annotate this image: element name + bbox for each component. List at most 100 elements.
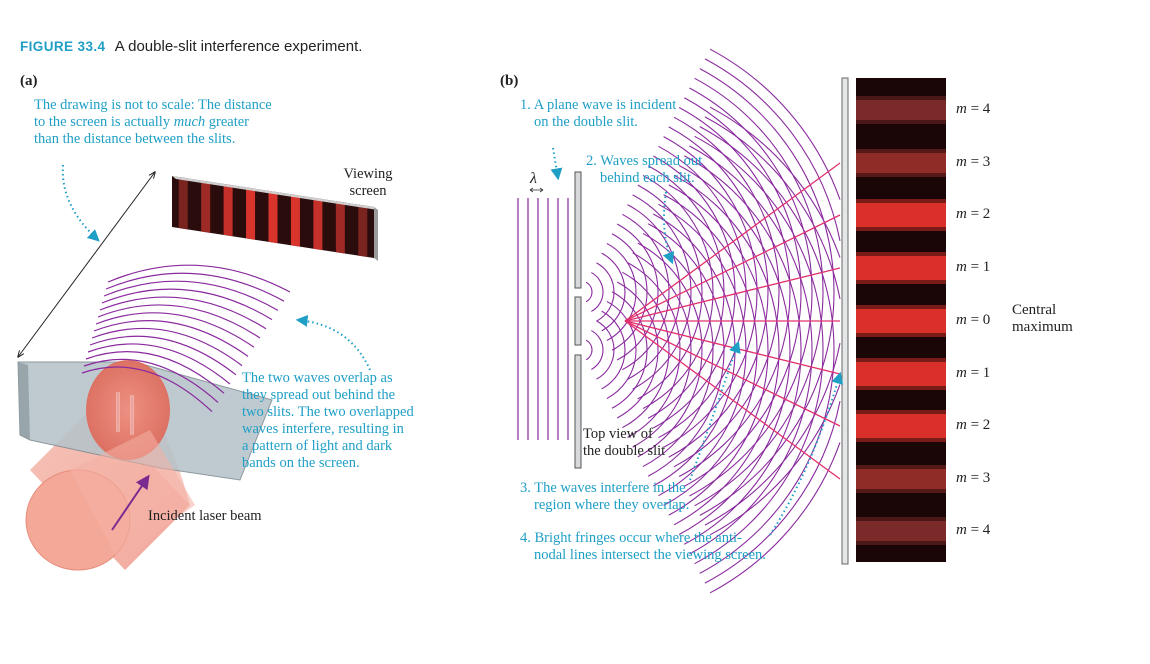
circular-wavefront	[647, 223, 725, 477]
fringe-order-label: m = 1	[956, 259, 991, 275]
circular-wavefront	[689, 145, 813, 555]
circular-wavefront	[637, 184, 703, 400]
pointer-step3	[689, 340, 741, 481]
bright-fringe	[856, 521, 946, 541]
fringe-order-label: m = 1	[956, 365, 991, 381]
figure-title: FIGURE 33.4 A double-slit interference e…	[20, 38, 362, 55]
bright-fringe	[856, 203, 946, 227]
circular-wavefront	[678, 106, 791, 478]
step2-note: 2. Waves spread out behind each slit.	[586, 153, 703, 186]
circular-wavefront	[637, 242, 703, 458]
laser-arrow	[111, 474, 150, 531]
screen-a-bright-band	[358, 204, 368, 257]
bright-fringe-edge	[856, 517, 946, 521]
fringe-order-label: m = 4	[956, 101, 991, 117]
bright-fringe-edge	[856, 333, 946, 337]
bright-fringe-edge	[856, 358, 946, 362]
circular-wavefront	[709, 384, 841, 536]
circular-wavefront	[673, 174, 780, 526]
antinodal-line	[624, 320, 841, 480]
note-scale: The drawing is not to scale: The distanc…	[34, 97, 272, 147]
screen-a-bright-band	[335, 201, 345, 254]
pointer-step1	[550, 147, 563, 181]
bright-fringe-edge	[856, 227, 946, 231]
antinodal-line	[624, 267, 841, 322]
bright-fringe-edge	[856, 96, 946, 100]
viewing-screen-a	[172, 176, 378, 261]
panel-b-label: (b)	[500, 73, 519, 89]
bright-fringe	[856, 469, 946, 489]
circular-wavefront	[622, 213, 670, 371]
circular-wavefront	[585, 281, 593, 303]
circular-wavefront	[709, 48, 841, 200]
bright-fringe-edge	[856, 120, 946, 124]
wave-arc-a	[81, 366, 213, 413]
circular-wavefront	[694, 77, 824, 507]
top-view-label: Top view of the double slit	[583, 426, 666, 459]
bright-fringe-edge	[856, 438, 946, 442]
bright-fringe-edge	[856, 541, 946, 545]
pointer-overlap	[295, 314, 371, 371]
double-slit-a	[116, 392, 134, 435]
screen-a-bright-band	[178, 177, 188, 230]
fringe-order-label: m = 3	[956, 470, 991, 486]
circular-wavefront	[627, 262, 681, 438]
circular-wavefront	[632, 252, 692, 448]
bright-fringe-edge	[856, 305, 946, 309]
circular-wavefront	[642, 174, 714, 410]
circular-wavefront	[591, 330, 604, 370]
circular-wavefront	[606, 242, 637, 342]
fringe-order-label: m = 2	[956, 206, 991, 222]
circular-wavefront	[684, 97, 802, 487]
wave-arc-a	[103, 280, 279, 311]
step4-note: 4. Bright fringes occur where the anti- …	[520, 530, 766, 563]
bright-fringe-edge	[856, 252, 946, 256]
antinodal-line	[624, 214, 841, 322]
circular-wavefront	[704, 401, 841, 584]
wave-arc-a	[83, 358, 219, 403]
circular-wavefront	[709, 442, 841, 594]
circular-wavefront	[606, 300, 637, 400]
plane-waves	[517, 198, 569, 440]
antinodal-lines	[624, 162, 841, 480]
bright-fringe-edge	[856, 173, 946, 177]
step1-note: 1. A plane wave is incident on the doubl…	[520, 97, 677, 130]
circular-wavefront	[694, 135, 824, 565]
circular-wavefront	[601, 252, 626, 332]
slit-barrier	[574, 171, 582, 469]
circular-wavefront	[596, 262, 615, 322]
bright-fringe-edge	[856, 280, 946, 284]
fringe-order-label: m = 2	[956, 417, 991, 433]
figure-caption: A double-slit interference experiment.	[114, 38, 363, 55]
step3-note: 3. The waves interfere in the region whe…	[520, 480, 690, 513]
circular-wavefront	[689, 87, 813, 497]
bright-fringe	[856, 153, 946, 173]
bright-fringe	[856, 256, 946, 280]
circular-wavefront	[632, 194, 692, 390]
wave-arc-a	[99, 296, 267, 330]
bright-fringe-edge	[856, 149, 946, 153]
lambda-marker	[529, 187, 544, 193]
bright-fringe	[856, 309, 946, 333]
lambda-label: λ	[530, 170, 537, 187]
circular-wavefront	[678, 164, 791, 536]
circular-wavefront	[585, 339, 593, 361]
central-maximum-label: Central maximum	[1012, 302, 1073, 335]
antinodal-line	[624, 320, 841, 427]
viewing-screen-b	[841, 77, 849, 565]
bright-fringe	[856, 414, 946, 438]
distance-arrow	[18, 172, 155, 357]
fringe-order-label: m = 3	[956, 154, 991, 170]
circular-wavefront	[684, 155, 802, 545]
circular-wavefront	[642, 232, 714, 468]
antinodal-line	[624, 320, 841, 375]
bright-fringe-edge	[856, 199, 946, 203]
figure-label: FIGURE 33.4	[20, 39, 106, 54]
circular-wavefront	[601, 310, 626, 390]
fringe-pattern	[856, 78, 946, 562]
bright-fringe-edge	[856, 386, 946, 390]
wave-arc-a	[93, 320, 249, 357]
pointer-scale	[61, 164, 100, 242]
